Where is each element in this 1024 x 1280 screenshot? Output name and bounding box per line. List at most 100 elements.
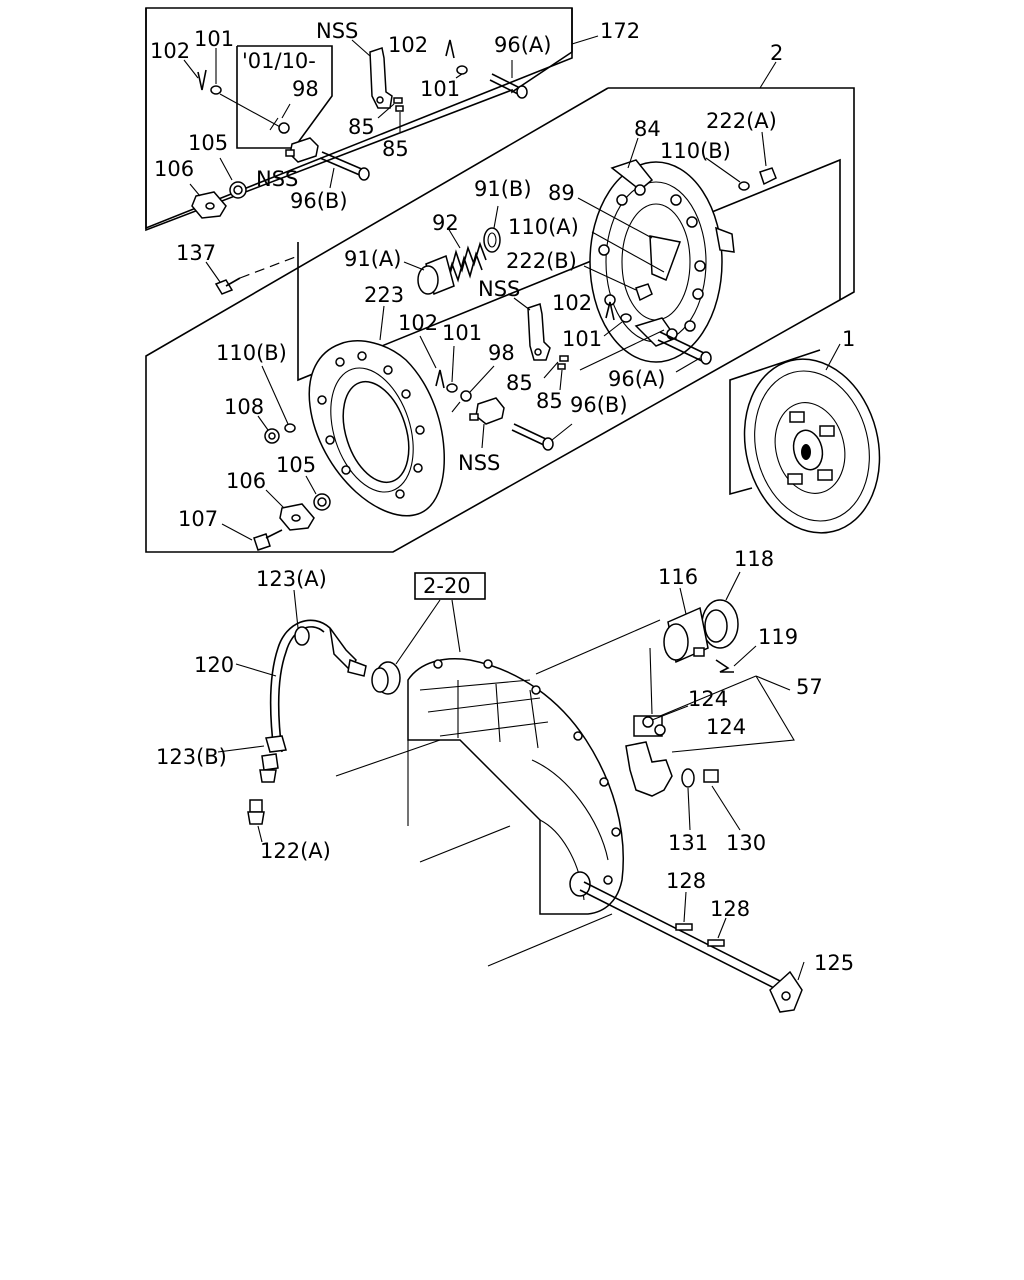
- label-124-b: 124: [706, 715, 746, 739]
- part-110A-line: [591, 231, 665, 273]
- part-118-bearing: [701, 571, 741, 649]
- label-128-b: 128: [710, 897, 750, 921]
- part-131-washer: [681, 768, 695, 831]
- part-223-flywheel: [308, 305, 445, 517]
- part-101-a-washer: [210, 48, 222, 95]
- part-123B-fitting: [217, 735, 287, 783]
- label-85-d: 85: [536, 389, 563, 413]
- label-119: 119: [758, 625, 798, 649]
- label-107: 107: [178, 507, 218, 531]
- part-91B-ring: [483, 205, 501, 253]
- part-119-spring: [715, 645, 757, 673]
- part-101-d-washer: [446, 345, 458, 393]
- part-116-sleeve: [663, 587, 709, 664]
- label-222B: 222(B): [506, 249, 577, 273]
- part-122A-valve: [247, 799, 265, 843]
- label-101-c: 101: [562, 327, 602, 351]
- label-118: 118: [734, 547, 774, 571]
- part-1-clutch-disc: [743, 343, 881, 534]
- label-89: 89: [548, 181, 575, 205]
- label-123B: 123(B): [156, 745, 227, 769]
- label-106-a: 106: [154, 157, 194, 181]
- part-101-mid-washer: [603, 313, 632, 337]
- part-nss-a-lever: [351, 39, 393, 109]
- inner-pressure-plate-frame: [297, 158, 841, 382]
- label-102-a: 102: [150, 39, 190, 63]
- label-116: 116: [658, 565, 698, 589]
- label-nss-b: NSS: [256, 167, 298, 191]
- label-105-b: 105: [276, 453, 316, 477]
- label-96B-b: 96(B): [570, 393, 628, 417]
- label-101-a: 101: [194, 27, 234, 51]
- box-01-10-frame: [236, 45, 333, 149]
- bell-housing-bolt-holes: [433, 659, 621, 885]
- label-01-10: '01/10-: [242, 49, 316, 73]
- part-92-spring: [445, 227, 487, 285]
- flywheel-bolt-holes: [317, 351, 425, 499]
- box-2-20-frame: [414, 572, 486, 600]
- label-85-b: 85: [382, 137, 409, 161]
- label-110B-a: 110(B): [660, 139, 731, 163]
- part-128-keys: [675, 891, 727, 947]
- label-101-b: 101: [420, 77, 460, 101]
- part-120-hose: [235, 589, 331, 753]
- label-84: 84: [634, 117, 661, 141]
- label-91A: 91(A): [344, 247, 401, 271]
- part-2-20-bushing: [371, 599, 461, 695]
- label-85-a: 85: [348, 115, 375, 139]
- part-98-a-clip: [219, 93, 291, 134]
- part-105-b-nut: [305, 475, 331, 511]
- part-124-bolts: [642, 705, 689, 736]
- label-110B-b: 110(B): [216, 341, 287, 365]
- part-125-shaft: [579, 881, 805, 1013]
- box-172-frame: [145, 7, 599, 232]
- label-130: 130: [726, 831, 766, 855]
- label-101-d: 101: [442, 321, 482, 345]
- label-98-a: 98: [292, 77, 319, 101]
- part-96A-pin-top: [489, 60, 528, 99]
- label-122A: 122(A): [260, 839, 331, 863]
- label-92: 92: [432, 211, 459, 235]
- part-102-a-spring: [183, 59, 207, 91]
- label-96A-b: 96(A): [608, 367, 665, 391]
- box-2-frame: [145, 61, 855, 553]
- part-nss-d-block: [469, 397, 505, 449]
- part-106-b-plate: [265, 489, 315, 531]
- part-102-mid-spring: [605, 301, 615, 321]
- label-85-c: 85: [506, 371, 533, 395]
- label-110A: 110(A): [508, 215, 579, 239]
- part-108-nut: [257, 415, 280, 444]
- part-137-bolt: [205, 255, 299, 295]
- label-102-c: 102: [552, 291, 592, 315]
- label-124-a: 124: [688, 687, 728, 711]
- label-131: 131: [668, 831, 708, 855]
- part-nss-b-block: [285, 137, 319, 163]
- label-2-20: 2-20: [423, 574, 471, 598]
- label-98-b: 98: [488, 341, 515, 365]
- part-96B-pin-top: [319, 151, 370, 189]
- label-1: 1: [842, 327, 855, 351]
- part-96B-pin-mid: [511, 423, 573, 451]
- label-102-d: 102: [398, 311, 438, 335]
- disc-damper-springs: [787, 411, 835, 485]
- label-120: 120: [194, 653, 234, 677]
- part-222A-bolt: [705, 131, 777, 191]
- part-110B-washer-mid: [261, 365, 296, 433]
- disc-frame: [729, 349, 821, 496]
- callout-labels: 172 2 '01/10- 2-20 102 101 98 NSS 102 96…: [150, 19, 855, 975]
- label-128-a: 128: [666, 869, 706, 893]
- label-222A: 222(A): [706, 109, 777, 133]
- part-96A-pin-mid: [657, 331, 712, 373]
- part-102-d-spring: [419, 335, 445, 389]
- part-105-a-nut: [219, 157, 247, 199]
- label-123A: 123(A): [256, 567, 327, 591]
- label-125: 125: [814, 951, 854, 975]
- part-85-pins-top: [377, 97, 404, 132]
- label-106-b: 106: [226, 469, 266, 493]
- label-96A-a: 96(A): [494, 33, 551, 57]
- label-nss-c: NSS: [478, 277, 520, 301]
- part-222B-bolt: [583, 265, 653, 302]
- part-98-b-clip: [451, 365, 495, 413]
- label-137: 137: [176, 241, 216, 265]
